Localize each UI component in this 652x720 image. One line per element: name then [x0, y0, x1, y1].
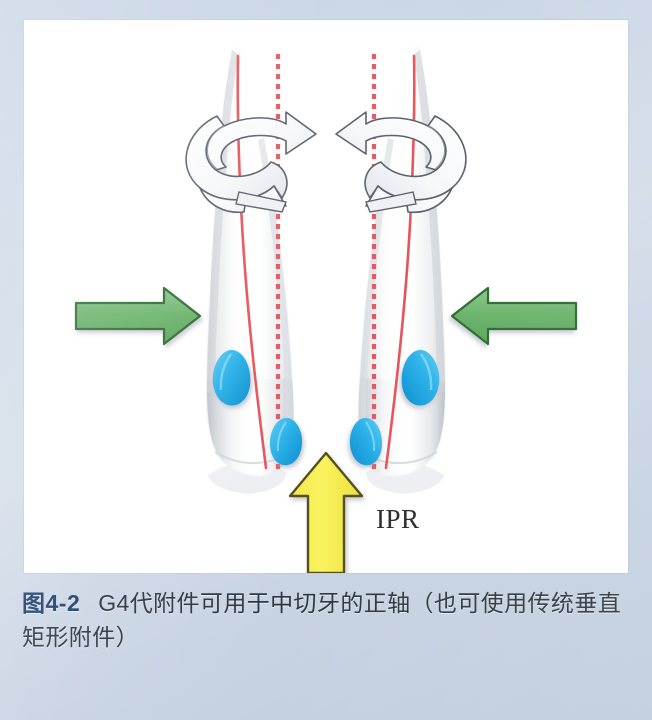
green-arrow-left [74, 286, 202, 346]
attachment-left-lower [269, 417, 303, 466]
attachment-right-lower [349, 417, 383, 466]
figure-caption-text: G4代附件可用于中切牙的正轴（也可使用传统垂直矩形附件） [22, 590, 622, 650]
figure-illustration: IPR [24, 20, 628, 573]
right-tooth-long-axis-line [384, 54, 416, 470]
left-rotation-arrow [185, 111, 317, 214]
right-rotation-arrow [335, 111, 467, 214]
right-rotation-arrowhead [335, 111, 447, 171]
attachment-right-upper [401, 349, 440, 406]
left-rotation-arrowhead [205, 111, 317, 171]
green-arrow-right [450, 286, 578, 346]
ipr-label: IPR [376, 504, 420, 534]
left-tooth-long-axis-line [236, 54, 268, 470]
figure-number: 图4-2 [22, 590, 81, 616]
figure-panel: IPR [24, 20, 628, 573]
attachment-left-upper [212, 349, 251, 406]
ipr-arrow [288, 451, 364, 573]
